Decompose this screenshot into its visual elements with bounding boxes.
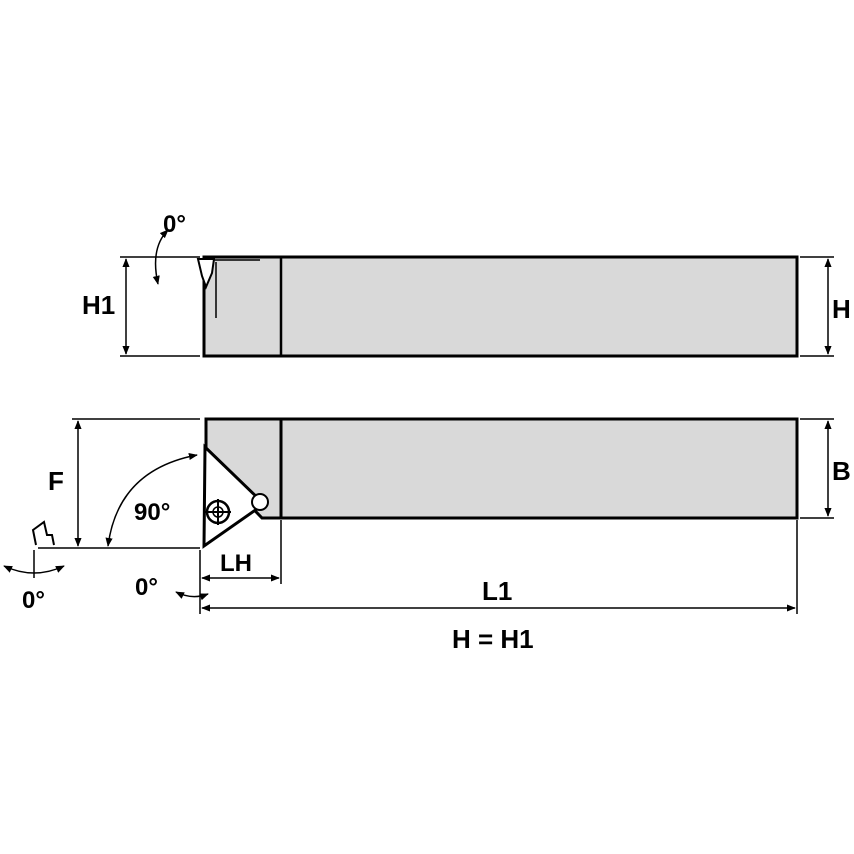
side-view: H1 H 0° bbox=[82, 211, 851, 358]
insert-screw-icon bbox=[205, 499, 231, 525]
h1-label: H1 bbox=[82, 290, 115, 320]
approach-angle-arc bbox=[105, 452, 198, 547]
insert-profile-icon bbox=[31, 520, 55, 546]
f-label: F bbox=[48, 466, 64, 496]
top-view: F 90° B 0° LH 0° L1 H = H1 bbox=[3, 417, 851, 654]
dimension-note: H = H1 bbox=[452, 624, 534, 654]
b-label: B bbox=[832, 456, 851, 486]
left-angle-label: 0° bbox=[22, 587, 45, 614]
clamp-pin bbox=[251, 493, 269, 511]
bottom-angle-arc bbox=[175, 591, 209, 601]
approach-angle-label: 90° bbox=[134, 499, 170, 526]
side-view-insert-detail bbox=[196, 258, 260, 318]
h-label: H bbox=[832, 294, 851, 324]
top-view-shank bbox=[279, 417, 799, 520]
l1-label: L1 bbox=[482, 576, 512, 606]
lh-label: LH bbox=[220, 550, 252, 577]
rake-angle-label: 0° bbox=[163, 211, 186, 238]
rake-angle-arc bbox=[152, 229, 169, 285]
bottom-angle-label: 0° bbox=[135, 574, 158, 601]
side-view-shank bbox=[202, 255, 799, 358]
